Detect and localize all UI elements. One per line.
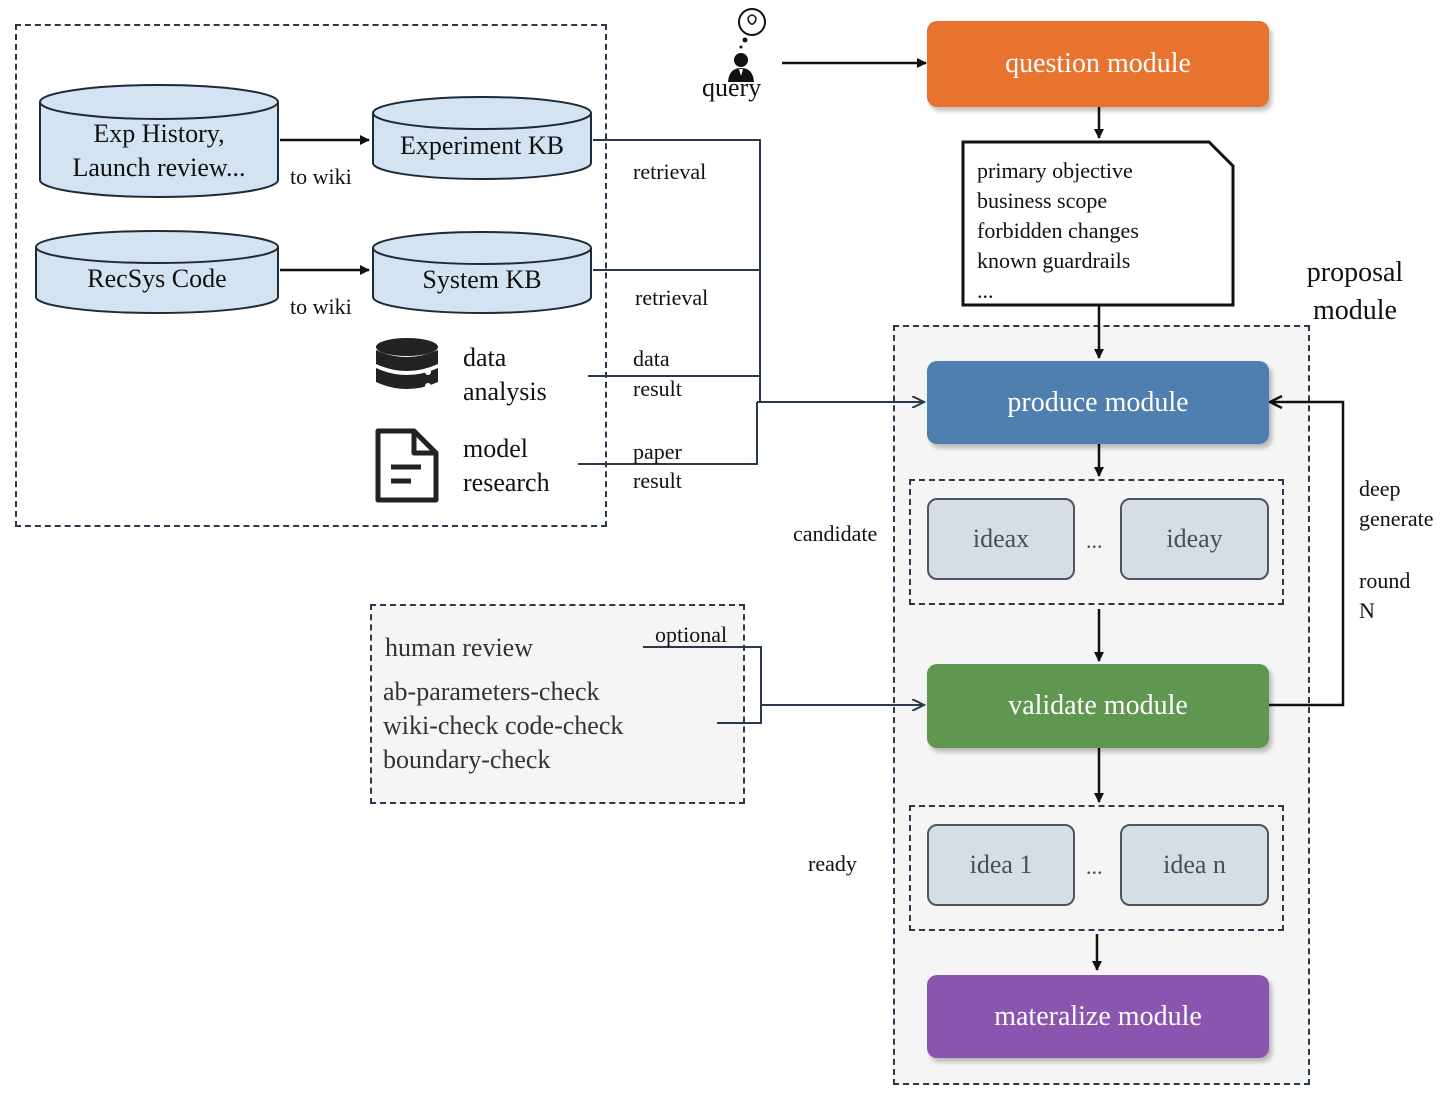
proposal-module-title: proposal module — [1295, 254, 1415, 330]
review-checks-region — [370, 604, 745, 804]
paper-result-line2: result — [633, 468, 682, 493]
human-review-label: human review — [385, 633, 534, 662]
query-label: query — [702, 73, 762, 102]
model-research-line2: research — [463, 468, 550, 497]
data-analysis-label: data analysis — [463, 341, 547, 409]
exp-history-line1: Exp History, — [93, 119, 225, 148]
doc-line-ellipsis: ... — [977, 278, 994, 303]
ready-idea-first[interactable]: idea 1 — [927, 824, 1075, 906]
deep-generate-label: deep generate — [1359, 474, 1434, 534]
candidate-label: candidate — [793, 521, 878, 546]
exp-history-label: Exp History, Launch review... — [40, 117, 278, 185]
recsys-code-cylinder — [35, 230, 279, 314]
knowledge-sources-region — [15, 24, 607, 527]
recsys-code-label: RecSys Code — [87, 264, 227, 293]
boundary-check-label: boundary-check — [383, 745, 551, 774]
ready-idea-last[interactable]: idea n — [1120, 824, 1269, 906]
model-research-line1: model — [463, 434, 528, 463]
paper-result-label: paper result — [633, 437, 682, 495]
doc-line-known-guardrails: known guardrails — [977, 248, 1131, 273]
deep-generate-line2: generate — [1359, 506, 1434, 531]
optional-label: optional — [655, 622, 728, 647]
data-result-line1: data — [633, 346, 670, 371]
user-icon — [728, 8, 766, 82]
system-kb-label: System KB — [422, 265, 542, 294]
candidate-ideas-region — [909, 479, 1284, 605]
deep-generate-line1: deep — [1359, 476, 1401, 501]
proposal-module-title-line2: module — [1313, 295, 1397, 326]
ready-ideas-region — [909, 805, 1284, 931]
model-research-label: model research — [463, 432, 550, 500]
system-kb-cylinder — [372, 231, 592, 314]
round-n-label: round N — [1359, 566, 1410, 626]
retrieval-label-2: retrieval — [635, 285, 709, 310]
materialize-module[interactable]: materalize module — [927, 975, 1269, 1058]
question-document-text: primary objective business scope forbidd… — [977, 156, 1139, 306]
paper-result-line1: paper — [633, 439, 682, 464]
ready-ellipsis: ... — [1086, 854, 1103, 879]
doc-line-forbidden-changes: forbidden changes — [977, 218, 1139, 243]
proposal-module-title-line1: proposal — [1306, 257, 1404, 288]
data-analysis-line1: data — [463, 343, 507, 372]
experiment-kb-label: Experiment KB — [400, 131, 564, 160]
data-result-line2: result — [633, 376, 682, 401]
document-icon — [375, 428, 439, 503]
doc-line-business-scope: business scope — [977, 188, 1108, 213]
data-analysis-line2: analysis — [463, 377, 547, 406]
review-checks-list: ab-parameters-check wiki-check code-chec… — [383, 675, 623, 777]
database-icon — [376, 338, 438, 389]
question-document-shape — [961, 140, 1235, 307]
ab-parameters-check-label: ab-parameters-check — [383, 677, 600, 706]
retrieval-label-1: retrieval — [633, 159, 707, 184]
round-n-line2: N — [1359, 598, 1375, 623]
experiment-kb-cylinder — [372, 96, 592, 180]
to-wiki-label-1: to wiki — [290, 164, 352, 189]
exp-history-line2: Launch review... — [72, 153, 246, 182]
candidate-ellipsis: ... — [1086, 528, 1103, 553]
to-wiki-label-2: to wiki — [290, 294, 352, 319]
candidate-idea-last[interactable]: ideay — [1120, 498, 1269, 580]
produce-module[interactable]: produce module — [927, 361, 1269, 444]
exp-history-cylinder — [39, 84, 279, 198]
question-module[interactable]: question module — [927, 21, 1269, 107]
round-n-line1: round — [1359, 568, 1411, 593]
wiki-code-check-label: wiki-check code-check — [383, 711, 624, 740]
doc-line-primary-objective: primary objective — [977, 158, 1133, 183]
candidate-idea-first[interactable]: ideax — [927, 498, 1075, 580]
validate-module[interactable]: validate module — [927, 664, 1269, 748]
ready-label: ready — [808, 851, 857, 876]
data-result-label: data result — [633, 344, 682, 404]
